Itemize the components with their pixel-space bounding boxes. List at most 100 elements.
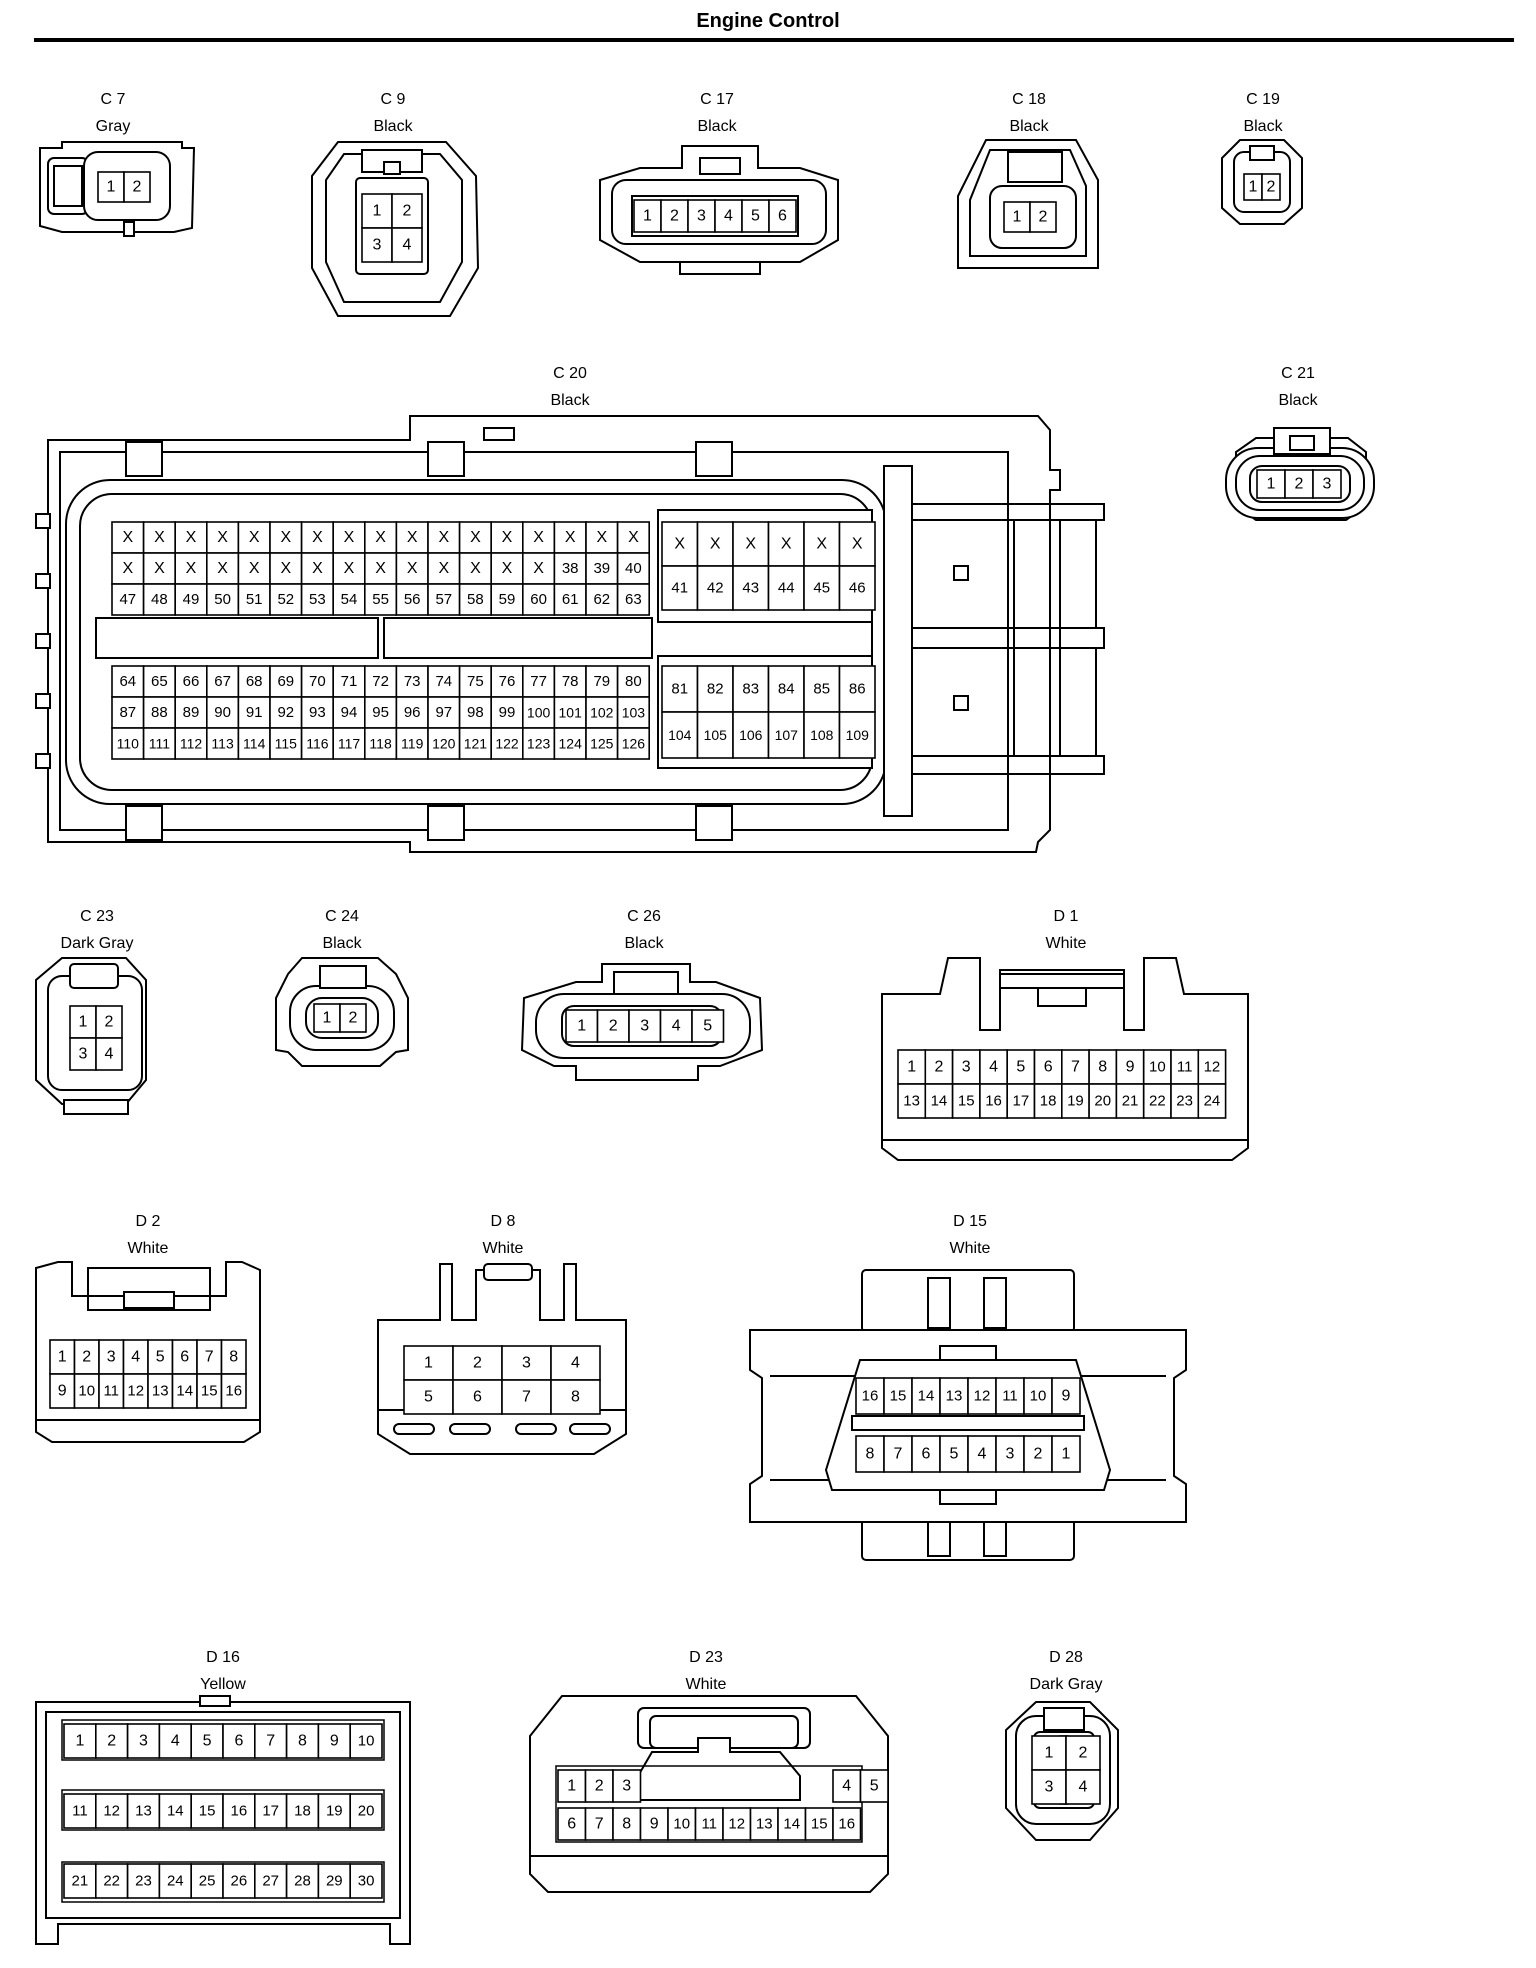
- pin-number: 3: [107, 1349, 116, 1366]
- pin-number: 1: [373, 203, 382, 220]
- pin: 126: [616, 727, 650, 760]
- pin: 15: [190, 1793, 224, 1829]
- pin: 10: [667, 1807, 697, 1841]
- pin: 2: [452, 1345, 503, 1381]
- pin: 111: [142, 727, 177, 760]
- pin-number: 10: [1149, 1059, 1166, 1076]
- pin-cell: [741, 199, 770, 233]
- pin-number: 6: [1044, 1059, 1053, 1076]
- pin: 83: [732, 665, 770, 713]
- pin: 110: [111, 727, 145, 760]
- pin-number: 74: [435, 673, 452, 690]
- pin: 22: [95, 1863, 129, 1899]
- pin-cell: [349, 1793, 383, 1829]
- pin: 9: [1051, 1377, 1081, 1415]
- pin-number: 89: [183, 704, 200, 721]
- pin-number: 14: [176, 1383, 193, 1400]
- pin-cell: [521, 727, 556, 760]
- pin: 5: [147, 1339, 174, 1375]
- pin: 76: [490, 665, 524, 698]
- pin: 46: [838, 565, 876, 611]
- pin: X: [696, 521, 734, 567]
- pin-number: X: [438, 529, 449, 546]
- pin-cell: [142, 665, 177, 698]
- pin: 21: [1115, 1083, 1145, 1119]
- pin: 112: [174, 727, 208, 760]
- pin: 82: [696, 665, 734, 713]
- pin: X: [427, 552, 461, 585]
- pin: 79: [585, 665, 619, 698]
- pin: 13: [939, 1377, 969, 1415]
- pin-number: 17: [1013, 1093, 1030, 1110]
- pin: 2: [391, 193, 423, 229]
- pin: 9: [317, 1723, 351, 1759]
- pin-number: 40: [625, 560, 642, 577]
- pin: X: [206, 552, 240, 585]
- pin: 63: [616, 583, 650, 616]
- pin-number: 53: [309, 591, 326, 608]
- pin-number: X: [710, 536, 721, 553]
- pin-cell: [206, 727, 240, 760]
- pin: 3: [361, 227, 393, 263]
- pin-number: 101: [559, 705, 583, 721]
- pin-number: 5: [870, 1778, 879, 1795]
- pin: X: [616, 521, 650, 554]
- pin-number: 12: [974, 1388, 991, 1405]
- pin-number: 1: [58, 1349, 67, 1366]
- connector-id: D 2: [135, 1213, 161, 1230]
- pin-number: 48: [151, 591, 168, 608]
- pin-number: 25: [199, 1873, 216, 1890]
- pin-number: X: [596, 529, 607, 546]
- pin-number: X: [344, 529, 355, 546]
- pin-number: 58: [467, 591, 484, 608]
- pin-number: 15: [199, 1803, 216, 1820]
- pin: 97: [427, 696, 461, 729]
- pin: 2: [584, 1769, 614, 1803]
- pin-cell: [1142, 1083, 1172, 1119]
- pin-number: 5: [424, 1389, 433, 1406]
- pin-number: 28: [294, 1873, 311, 1890]
- pin-cell: [612, 1807, 642, 1841]
- pin-number: 1: [643, 208, 652, 225]
- pin: 2: [924, 1049, 954, 1085]
- pin-number: X: [344, 560, 355, 577]
- pin-cell: [490, 727, 524, 760]
- pin: 91: [237, 696, 271, 729]
- pin-number: 2: [1034, 1446, 1043, 1463]
- pin: 6: [557, 1807, 587, 1841]
- pin: 6: [768, 199, 797, 233]
- pin: 54: [332, 583, 366, 616]
- pin-cell: [596, 1009, 630, 1043]
- pin: X: [395, 521, 429, 554]
- pin: 3: [98, 1339, 125, 1375]
- pin-number: X: [565, 529, 576, 546]
- pin-number: 113: [211, 736, 234, 752]
- pin-number: 13: [946, 1388, 963, 1405]
- pin-cell: [1261, 173, 1281, 201]
- pin-number: X: [217, 529, 228, 546]
- pin-number: 118: [369, 736, 392, 752]
- pin-cell: [73, 1339, 100, 1375]
- pin-cell: [660, 199, 689, 233]
- pin-number: 1: [1062, 1446, 1071, 1463]
- pin: 41: [661, 565, 699, 611]
- pin-cell: [1088, 1049, 1118, 1085]
- pin: 40: [616, 552, 650, 585]
- pin-cell: [767, 711, 805, 759]
- pin: X: [142, 521, 177, 554]
- pin: 101: [553, 696, 587, 729]
- pin: 5: [403, 1379, 454, 1415]
- pin-cell: [553, 727, 587, 760]
- pin-number: 50: [214, 591, 231, 608]
- pin: 1: [49, 1339, 76, 1375]
- pin-cell: [1065, 1769, 1101, 1805]
- pin-cell: [269, 552, 303, 585]
- pin-number: 82: [707, 681, 724, 698]
- connector-color: Dark Gray: [60, 935, 134, 952]
- pin-number: 83: [742, 681, 759, 698]
- pin-number: 3: [622, 1778, 631, 1795]
- pin-number: 3: [79, 1046, 88, 1063]
- pin: 4: [158, 1723, 192, 1759]
- pin: 73: [395, 665, 429, 698]
